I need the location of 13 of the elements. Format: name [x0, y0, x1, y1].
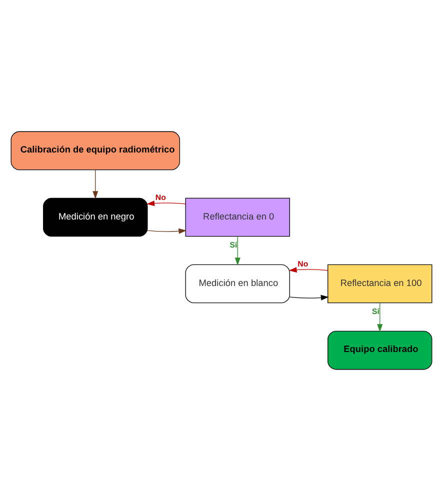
- node-box: Reflectancia en 0: [185, 198, 290, 237]
- node-box: Calibración de equipo radiométrico: [10, 131, 180, 170]
- arrow: [377, 302, 383, 332]
- node-box: Reflectancia en 100: [328, 264, 432, 304]
- arrow: [92, 170, 98, 200]
- arrow: [234, 236, 240, 266]
- arrow: [146, 200, 186, 206]
- node-box: Medición en negro: [43, 198, 148, 237]
- arrow: [147, 228, 187, 234]
- node-box: Equipo calibrado: [328, 330, 432, 370]
- arrow: [290, 294, 329, 300]
- arrow: [288, 267, 328, 273]
- node-box: Medición en blanco: [185, 264, 290, 304]
